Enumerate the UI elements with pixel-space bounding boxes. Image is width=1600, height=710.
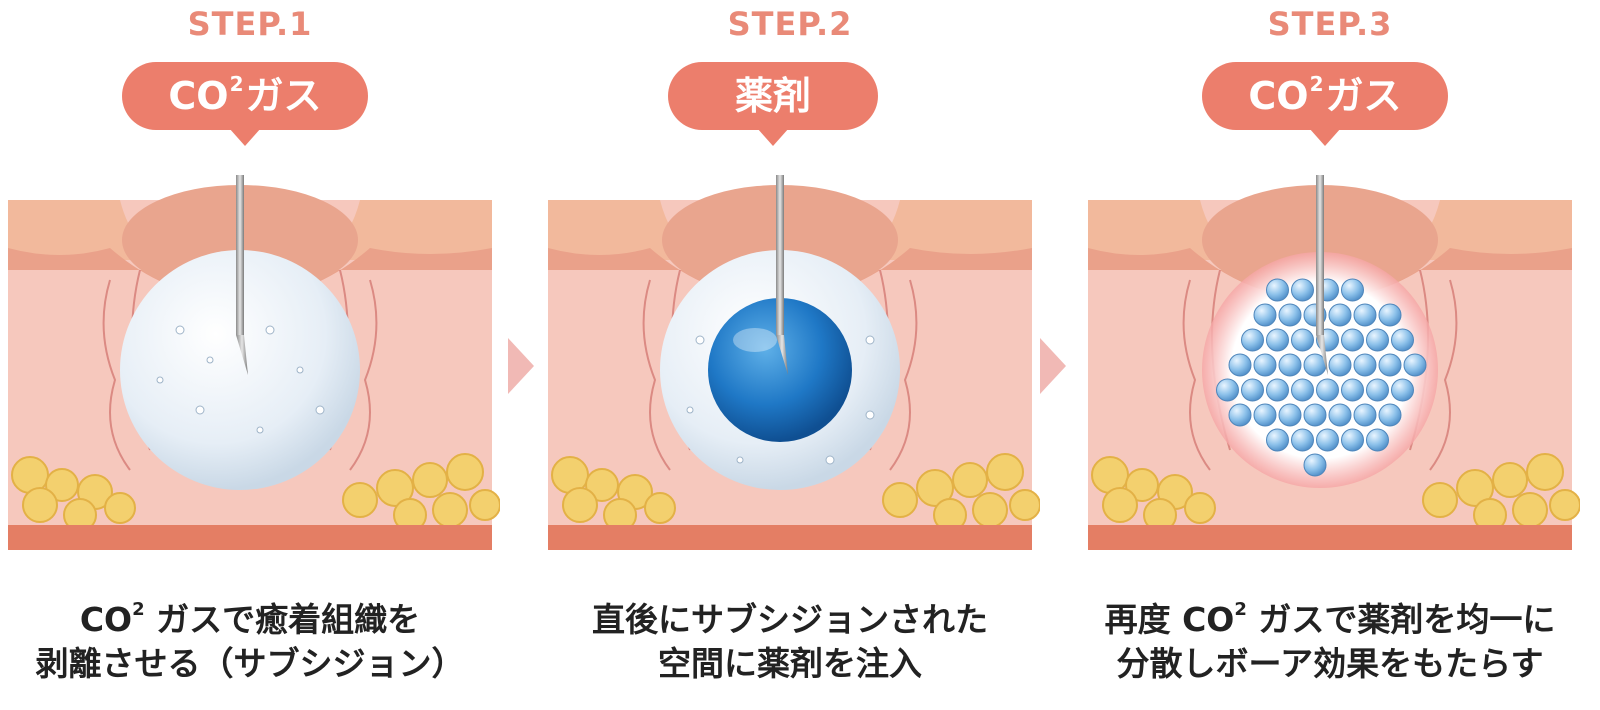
step-2-panel: STEP.2 薬剤 直後にサブシジョンされた 空: [540, 0, 1040, 710]
particle: [1228, 353, 1252, 377]
co2-gas-pill: CO2ガス: [1202, 62, 1448, 146]
step-label: STEP.1: [187, 5, 313, 43]
drug-pool-icon: [708, 298, 852, 442]
particle: [1291, 428, 1314, 452]
particle: [1366, 378, 1389, 402]
drug-pill: 薬剤: [668, 62, 878, 146]
particle: [1341, 278, 1364, 302]
particle: [1353, 353, 1377, 377]
step-3-panel: STEP.3 CO2ガス 再度 CO2 ガスで薬剤を均一に 分散しボーア効果をも…: [1080, 0, 1600, 710]
next-step-arrow-icon: [508, 338, 534, 394]
skin-cross-section-illustration: [1088, 175, 1580, 550]
step-label: STEP.3: [1267, 5, 1393, 43]
next-step-arrow-icon: [1040, 338, 1066, 394]
particle: [1266, 278, 1289, 302]
particle: [1341, 328, 1364, 352]
particle: [1341, 378, 1364, 402]
particle: [1291, 278, 1314, 302]
particle: [1303, 453, 1327, 477]
co2-gas-pill: CO2ガス: [122, 62, 368, 146]
particle: [1366, 328, 1389, 352]
particle: [1241, 378, 1264, 402]
particle: [1291, 378, 1314, 402]
particle: [1253, 353, 1277, 377]
step-3-caption: 再度 CO2 ガスで薬剤を均一に 分散しボーア効果をもたらす: [1104, 599, 1556, 683]
particle: [1378, 353, 1402, 377]
particle: [1266, 328, 1289, 352]
skin-cross-section-illustration: [548, 175, 1040, 550]
step-2-caption: 直後にサブシジョンされた 空間に薬剤を注入: [592, 600, 988, 683]
particle: [1353, 303, 1377, 327]
particle: [1303, 403, 1327, 427]
gas-bubble-icon: [120, 250, 360, 490]
particle: [1366, 428, 1389, 452]
particle: [1216, 378, 1239, 402]
needle-icon: [1316, 175, 1324, 335]
particle: [1378, 303, 1402, 327]
particle: [1391, 328, 1414, 352]
particle: [1328, 303, 1352, 327]
particle: [1278, 303, 1302, 327]
particle: [1353, 403, 1377, 427]
particle: [1328, 403, 1352, 427]
particle: [1316, 428, 1339, 452]
step-label: STEP.2: [727, 5, 853, 43]
dispersed-particles-icon: [1216, 278, 1427, 477]
particle: [1278, 353, 1302, 377]
needle-icon: [776, 175, 784, 335]
particle: [1266, 428, 1289, 452]
particle: [1278, 403, 1302, 427]
skin-cross-section-illustration: [8, 175, 500, 550]
step-1-caption: CO2 ガスで癒着組織を 剥離させる（サブシジョン）: [35, 599, 465, 683]
particle: [1241, 328, 1264, 352]
particle: [1228, 403, 1252, 427]
particle: [1341, 428, 1364, 452]
particle: [1403, 353, 1427, 377]
needle-icon: [236, 175, 244, 335]
particle: [1253, 303, 1277, 327]
particle: [1328, 353, 1352, 377]
step-1-panel: STEP.1 CO2ガス CO2 ガスで癒着組: [0, 0, 500, 710]
particle: [1253, 403, 1277, 427]
particle: [1378, 403, 1402, 427]
particle: [1291, 328, 1314, 352]
particle: [1266, 378, 1289, 402]
particle: [1316, 378, 1339, 402]
particle: [1391, 378, 1414, 402]
